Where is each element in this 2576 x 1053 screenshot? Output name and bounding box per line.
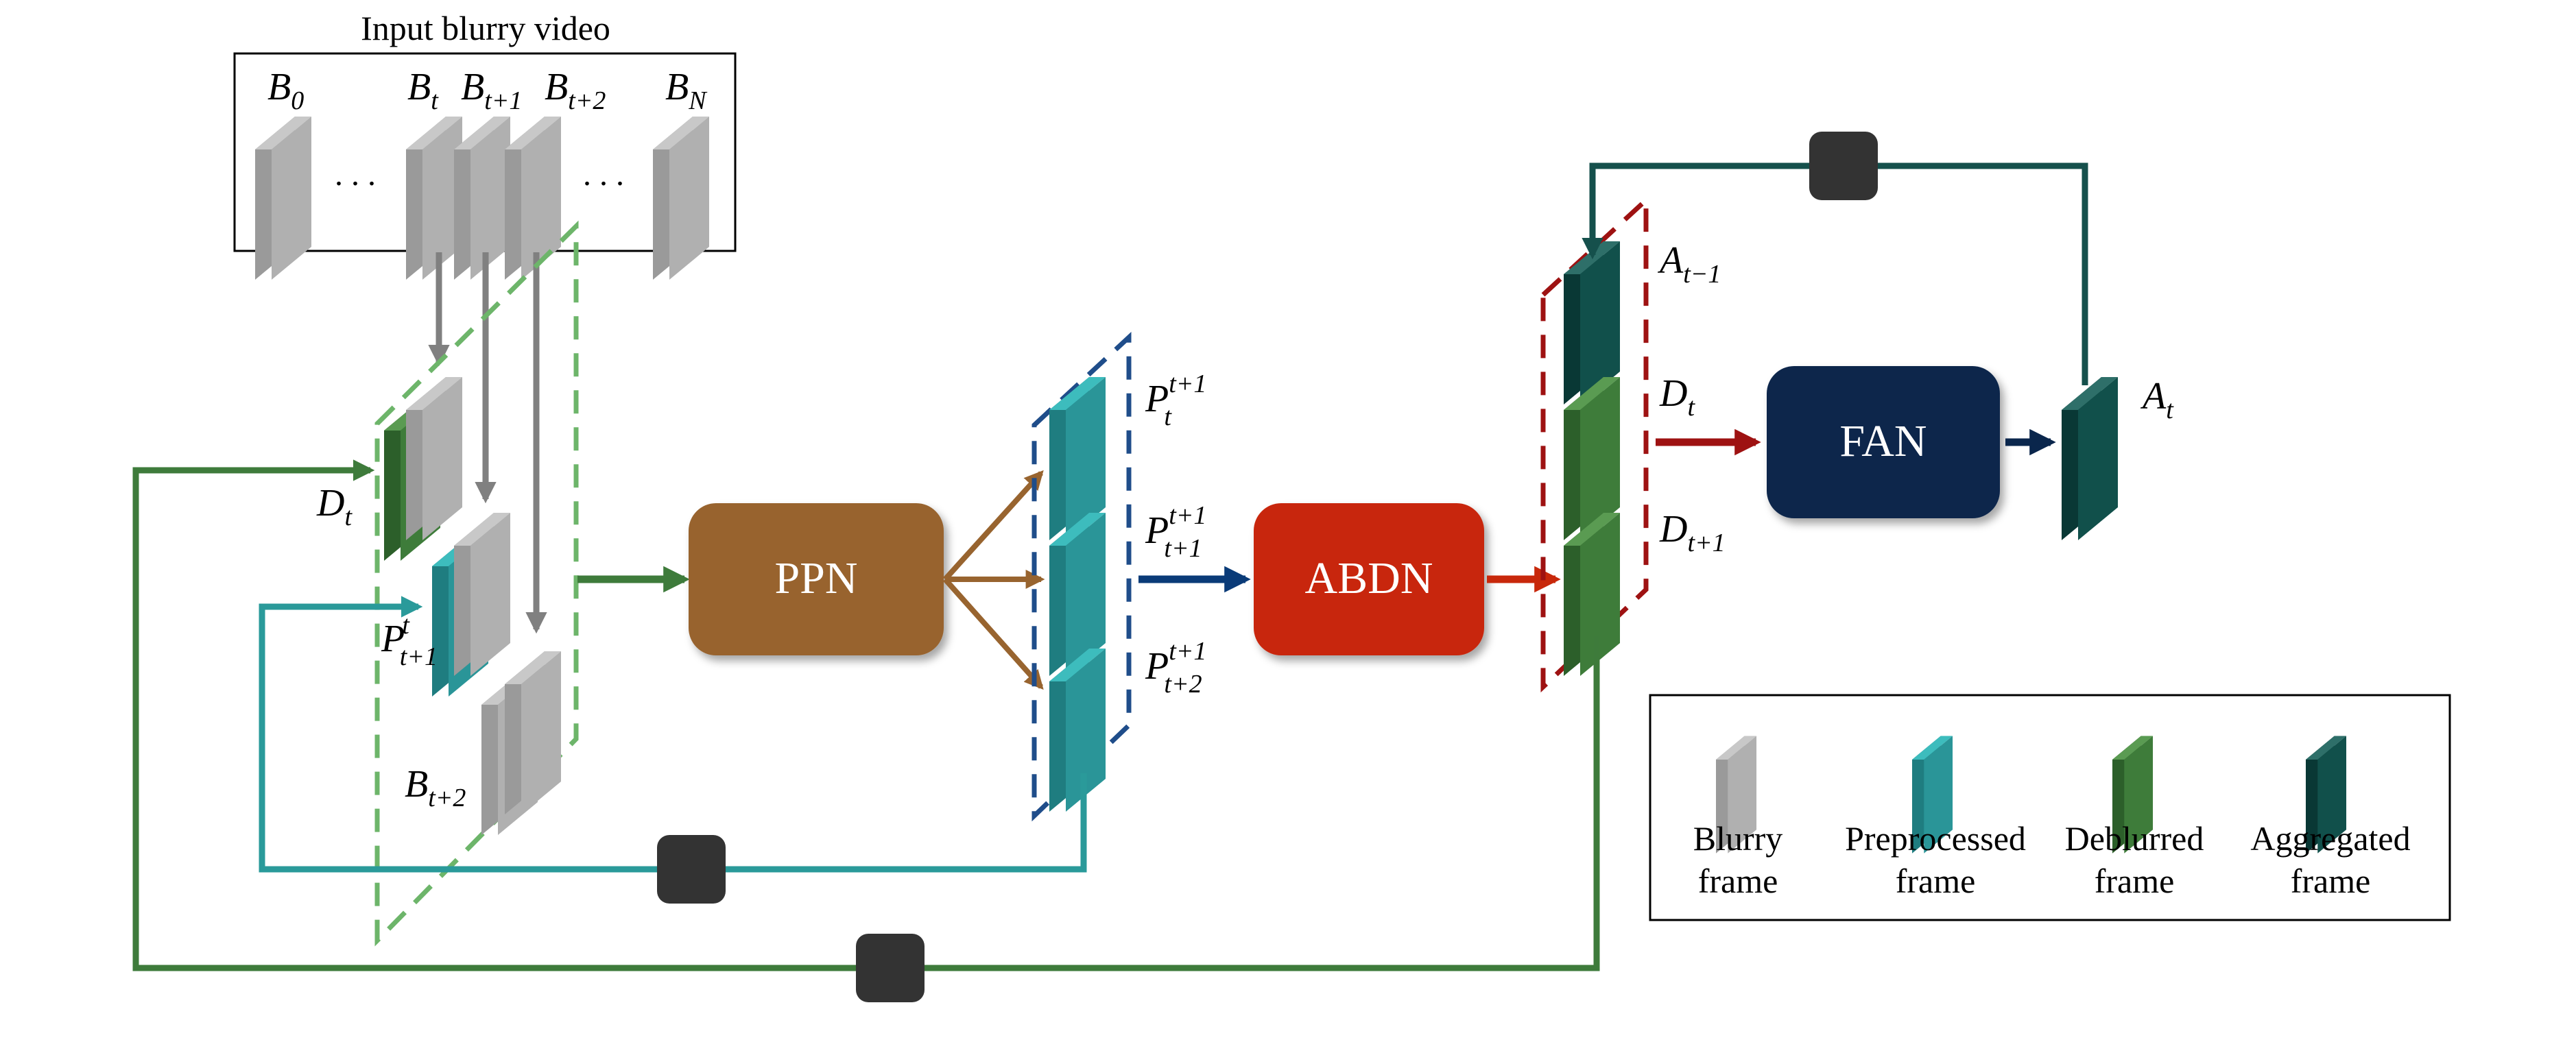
stack3-outline [1540,195,1649,693]
stack2-frame-p3 [1049,649,1106,812]
fan-module [1767,366,2000,518]
feedback-line-deblurred [132,459,1600,971]
stack3-frame-d2 [1564,513,1620,676]
abdn-module [1254,503,1484,655]
stack1-outline [374,220,579,947]
label-d1: Dt [1659,372,1695,422]
legend-deb-line2: frame [2095,862,2175,900]
abdn-label: ABDN [1304,553,1433,603]
legend-pre-line1: Preprocessed [1845,819,2026,858]
label-bt1: Bt+1 [461,66,522,115]
ppn-label: PPN [774,553,857,603]
feedback-line-preprocessed [259,596,1087,873]
legend-item-blurry: Blurry frame [1693,736,1783,900]
frame-bt1 [454,117,510,280]
label-bt2-stack1: Bt+2 [405,763,466,812]
delay-block-green [856,934,925,1002]
label-dt: Dt [316,482,353,531]
stack1-frame-b-gray2 [505,651,561,814]
legend-item-deblurred: Deblurred frame [2065,736,2204,900]
frame-bt2 [505,117,561,280]
legend-deb-line1: Deblurred [2065,819,2204,858]
label-bt2: Bt+2 [545,66,606,115]
dots-right: . . . [583,156,624,193]
label-b0: B0 [267,66,304,115]
label-bt: Bt [407,66,439,115]
legend-pre-line2: frame [1896,862,1976,900]
legend-agg-line1: Aggregated [2250,819,2410,858]
label-d2: Dt+1 [1659,508,1726,557]
label-at: At [2140,375,2174,424]
fan-label: FAN [1839,416,1927,466]
label-a-prev: At−1 [1657,239,1721,289]
frame-bn [653,117,709,280]
delay-block-teal [657,835,726,904]
legend-item-preprocessed: Preprocessed frame [1845,736,2026,900]
output-frame-at [2062,377,2118,540]
stack1-frame-dt-gray [406,377,462,540]
label-bn: BN [665,66,708,115]
legend-box [1649,694,2451,921]
arrow-ppn-p1 [943,470,1044,581]
legend-blurry-line1: Blurry [1693,819,1783,858]
arrow-ppn-p3 [943,577,1044,690]
legend-blurry-line2: frame [1698,862,1778,900]
dots-left: . . . [335,156,376,193]
input-title: Input blurry video [361,9,610,47]
legend-item-aggregated: Aggregated frame [2250,736,2411,900]
delay-block-top [1809,132,1878,200]
stack1-frame-p-gray [454,513,510,676]
legend-agg-line2: frame [2291,862,2371,900]
frame-b0 [255,117,311,280]
stack2-outline [1031,331,1132,822]
frame-bt [406,117,462,280]
ppn-module [689,503,944,655]
